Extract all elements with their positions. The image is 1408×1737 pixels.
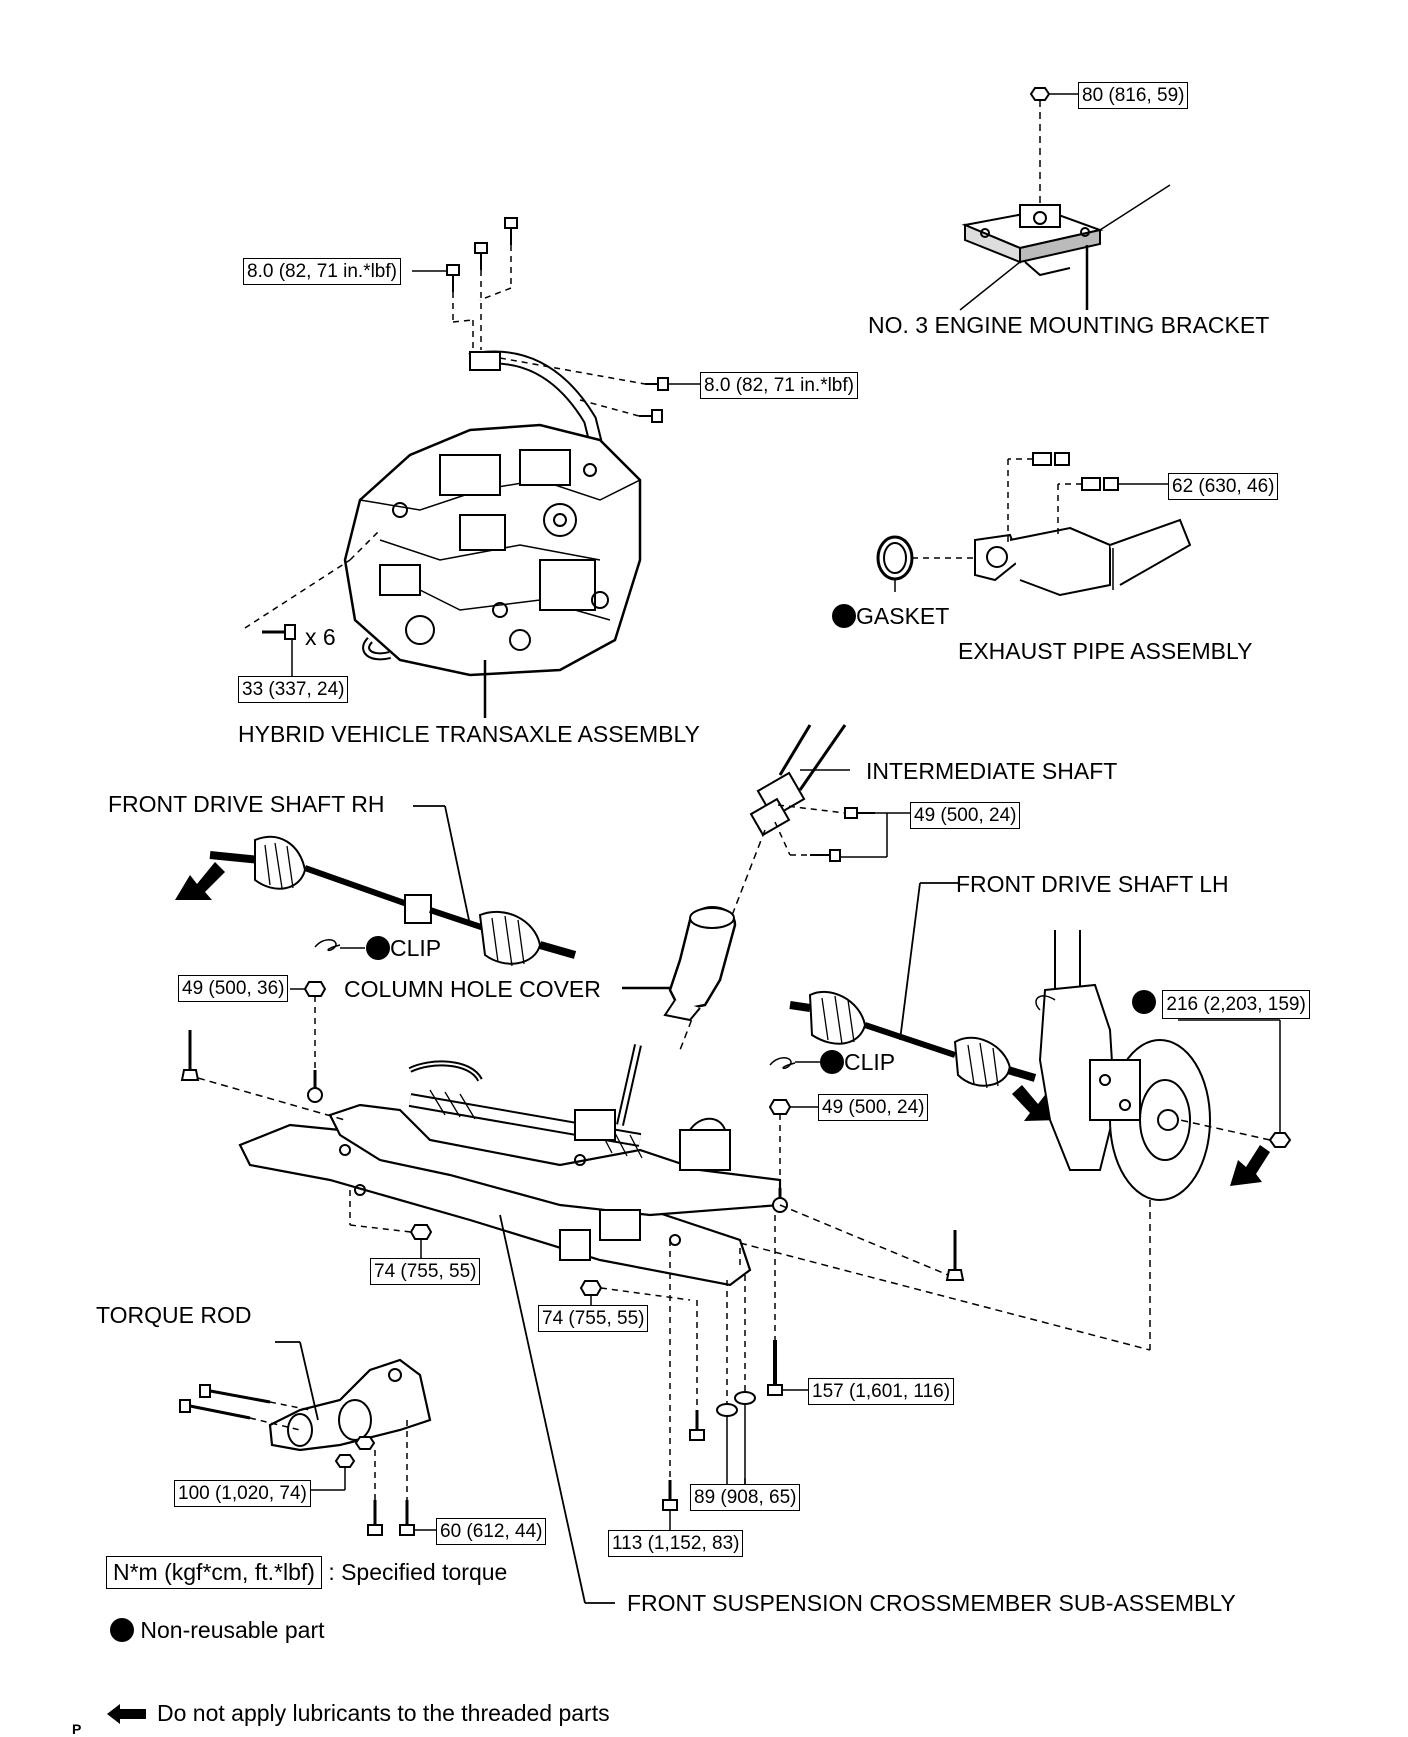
engine-mounting-bracket	[959, 87, 1171, 311]
transaxle-wire-bracket	[412, 217, 700, 482]
label-front-drive-shaft-lh: FRONT DRIVE SHAFT LH	[956, 871, 1229, 897]
spring-icon	[1032, 452, 1070, 466]
torque-torque-rod-bolts: 60 (612, 44)	[436, 1518, 547, 1545]
label-clip-rh: CLIP	[366, 936, 441, 960]
torque-cross-center: 74 (755, 55)	[538, 1305, 649, 1332]
footer-code: P	[72, 1721, 82, 1737]
label-exhaust-pipe-assembly: EXHAUST PIPE ASSEMBLY	[958, 638, 1253, 664]
clip-icon-lh	[769, 1057, 820, 1070]
torque-intermediate-shaft: 49 (500, 24)	[910, 802, 1021, 829]
label-column-hole-cover: COLUMN HOLE COVER	[344, 976, 601, 1002]
no-lubricant-arrow-icon	[175, 862, 225, 900]
label-front-drive-shaft-rh: FRONT DRIVE SHAFT RH	[108, 791, 385, 817]
non-reusable-dot-icon	[1132, 990, 1156, 1014]
torque-transaxle-bolts-qty: x 6	[305, 624, 336, 650]
bolt-icon	[645, 377, 669, 391]
torque-wire-bolt-left: 8.0 (82, 71 in.*lbf)	[243, 258, 401, 285]
transaxle-assembly	[244, 423, 642, 718]
torque-exhaust: 62 (630, 46)	[1168, 473, 1279, 500]
legend-torque-desc: : Specified torque	[328, 1559, 508, 1585]
non-reusable-dot-icon	[110, 1618, 134, 1642]
bolt-icon	[446, 264, 460, 292]
no-lubricant-arrow-icon	[1230, 1145, 1270, 1186]
non-reusable-dot-icon	[820, 1050, 844, 1074]
column-hole-cover	[622, 906, 737, 1022]
label-intermediate-shaft: INTERMEDIATE SHAFT	[866, 758, 1118, 784]
bolt-icon	[504, 217, 518, 245]
legend-torque-units: N*m (kgf*cm, ft.*lbf)	[106, 1556, 322, 1589]
torque-tie-rod-rh: 49 (500, 36)	[178, 975, 289, 1002]
non-reusable-dot-icon	[366, 936, 390, 960]
legend-no-lubricant: Do not apply lubricants to the threaded …	[157, 1700, 610, 1726]
torque-bracket-nut: 80 (816, 59)	[1078, 82, 1189, 109]
label-front-suspension-crossmember: FRONT SUSPENSION CROSSMEMBER SUB-ASSEMBL…	[627, 1590, 1236, 1616]
torque-cross-rear-bolt: 157 (1,601, 116)	[808, 1378, 955, 1405]
legend-non-reusable: Non-reusable part	[110, 1618, 325, 1642]
label-gasket: GASKET	[832, 604, 949, 628]
bolt-icon	[262, 624, 296, 640]
label-clip-lh: CLIP	[820, 1050, 895, 1074]
bolt-icon	[474, 242, 488, 270]
torque-torque-rod-bracket: 100 (1,020, 74)	[174, 1480, 311, 1507]
label-no3-engine-mounting-bracket: NO. 3 ENGINE MOUNTING BRACKET	[868, 312, 1270, 338]
label-hybrid-vehicle-transaxle-assembly: HYBRID VEHICLE TRANSAXLE ASSEMBLY	[238, 721, 700, 747]
spring-icon	[1081, 477, 1119, 491]
label-torque-rod: TORQUE ROD	[96, 1302, 252, 1328]
torque-cross-left: 74 (755, 55)	[370, 1258, 481, 1285]
bolt-icon	[844, 807, 875, 819]
torque-hub-nut: 216 (2,203, 159)	[1132, 990, 1310, 1019]
torque-ball-joint-lh: 49 (500, 24)	[818, 1094, 929, 1121]
torque-wire-bolt-right: 8.0 (82, 71 in.*lbf)	[700, 372, 858, 399]
torque-stiffener: 89 (908, 65)	[690, 1484, 801, 1511]
front-drive-shaft-lh	[789, 882, 1060, 1121]
bolt-icon	[639, 409, 663, 423]
no-lubricant-arrow-icon	[107, 1704, 146, 1724]
non-reusable-dot-icon	[832, 604, 856, 628]
exhaust-pipe-assembly	[876, 452, 1192, 597]
bolt-icon	[810, 849, 841, 862]
torque-transaxle-bolts: 33 (337, 24)	[238, 676, 349, 703]
legend-specified-torque: N*m (kgf*cm, ft.*lbf) : Specified torque	[106, 1556, 507, 1589]
steering-knuckle-hub	[1035, 930, 1292, 1350]
clip-icon-rh	[314, 939, 365, 952]
torque-cross-bolt-lower: 113 (1,152, 83)	[608, 1530, 744, 1557]
front-drive-shaft-rh	[175, 805, 577, 967]
torque-rod	[179, 1341, 438, 1536]
front-suspension-crossmember	[180, 981, 1151, 1604]
